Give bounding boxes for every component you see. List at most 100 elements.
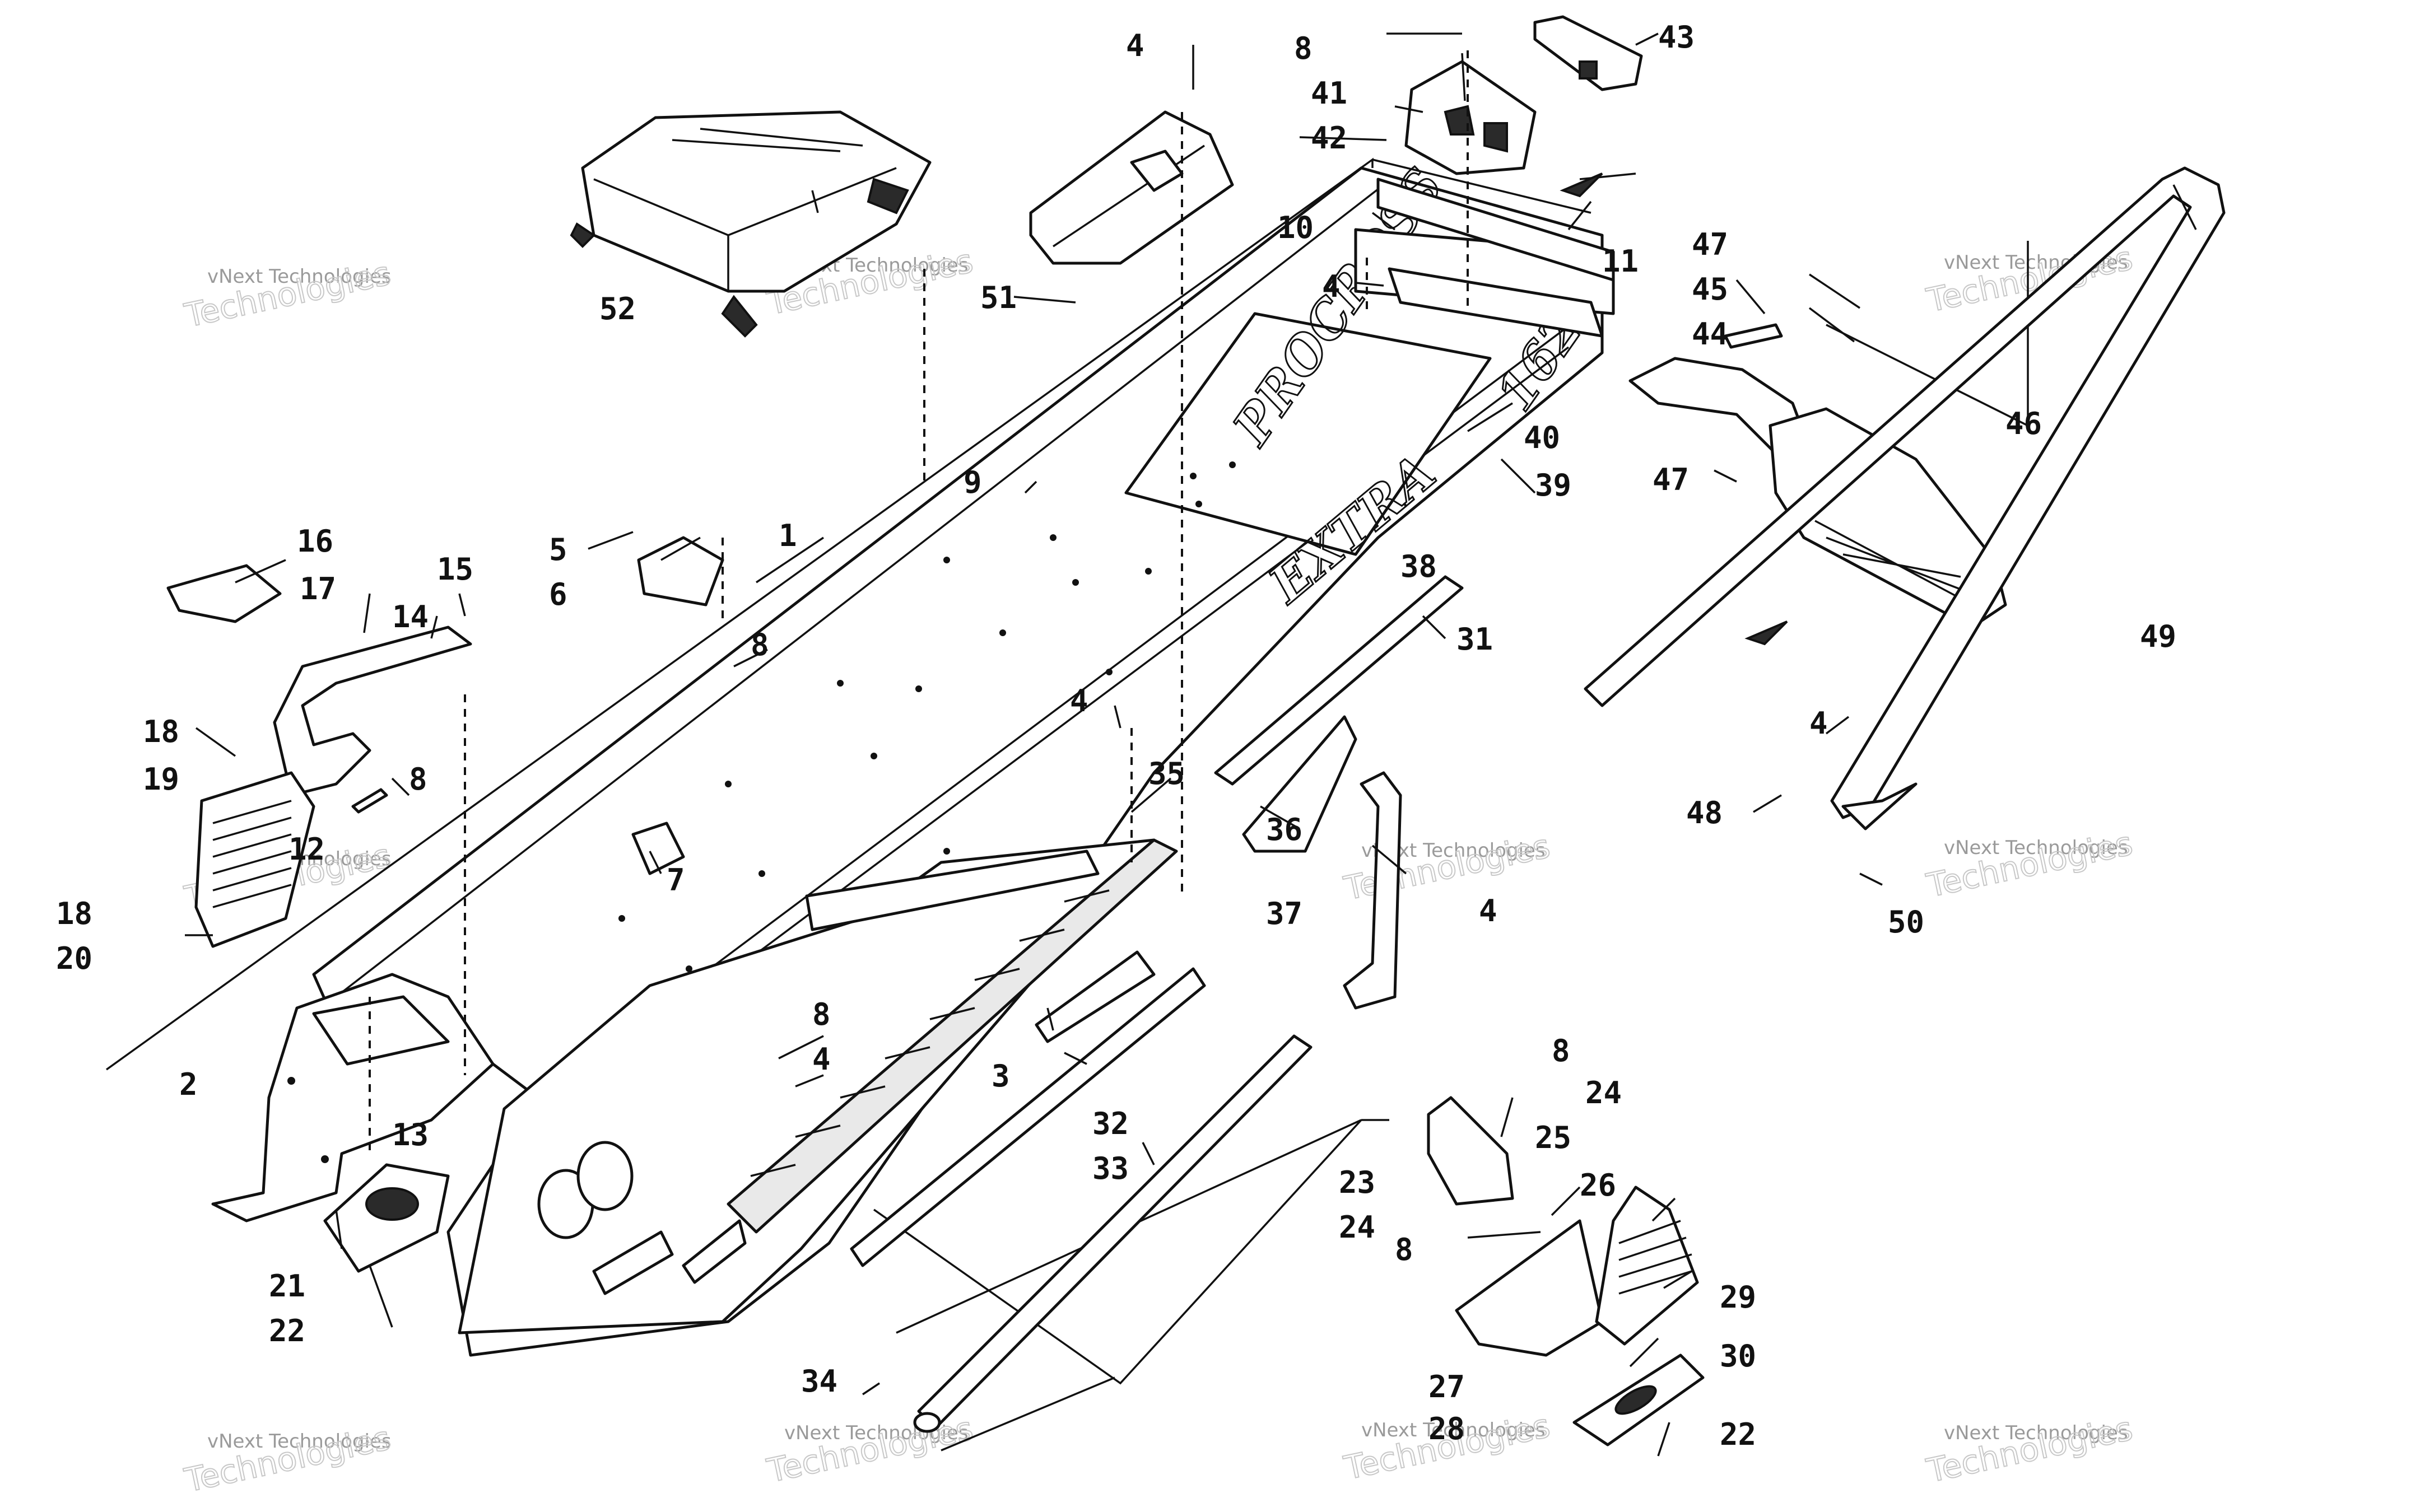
callout-4: 4	[1070, 683, 1088, 718]
callout-42: 42	[1311, 120, 1347, 156]
part-11-rail	[1376, 178, 1615, 338]
callout-12: 12	[288, 832, 325, 867]
callout-1: 1	[779, 518, 797, 553]
part-32-33-bars	[850, 967, 1313, 1433]
callout-38: 38	[1400, 549, 1437, 584]
part-37-hose	[1343, 771, 1402, 1010]
callout-48: 48	[1686, 795, 1723, 830]
callout-20: 20	[56, 941, 92, 976]
callout-29: 29	[1720, 1280, 1756, 1315]
callout-3: 3	[992, 1058, 1010, 1094]
watermark-text: vNext Technologies	[1361, 1419, 1546, 1441]
callout-8: 8	[751, 627, 769, 662]
part-49-bumper	[1584, 166, 2226, 830]
callout-7: 7	[667, 862, 685, 898]
callout-15: 15	[437, 552, 473, 587]
part-31-rail	[1214, 575, 1464, 786]
callout-22: 22	[1720, 1417, 1756, 1452]
part-36-37	[1242, 715, 1402, 1010]
part-29-guard	[1595, 1186, 1699, 1346]
callout-47: 47	[1692, 227, 1728, 262]
callout-18: 18	[56, 896, 92, 931]
callout-34: 34	[801, 1364, 837, 1399]
callout-25: 25	[1535, 1120, 1571, 1155]
callout-26: 26	[1580, 1168, 1616, 1203]
callout-43: 43	[1658, 20, 1695, 55]
callout-46: 46	[2005, 406, 2042, 441]
callout-45: 45	[1692, 272, 1728, 307]
callout-52: 52	[599, 291, 636, 326]
direction-arrows	[1560, 172, 1788, 646]
callout-32: 32	[1092, 1106, 1129, 1141]
tunnel-plate	[1124, 312, 1492, 556]
callout-8: 8	[1395, 1232, 1413, 1267]
callout-16: 16	[297, 524, 333, 559]
callout-36: 36	[1266, 812, 1302, 847]
callout-24: 24	[1585, 1075, 1622, 1110]
callout-39: 39	[1535, 468, 1571, 503]
callout-5: 5	[549, 532, 567, 567]
callout-10: 10	[1277, 210, 1314, 245]
left-bracket-group	[166, 564, 472, 948]
callout-8: 8	[1294, 31, 1313, 66]
side-panel-left	[458, 838, 1156, 1334]
part-45-decal	[1724, 323, 1783, 349]
assembly-dashed-lines	[369, 50, 1469, 1154]
callout-6: 6	[549, 577, 567, 612]
leader-lines	[185, 32, 1883, 1457]
callout-11: 11	[1602, 244, 1639, 279]
callout-4: 4	[1809, 706, 1828, 741]
callout-14: 14	[392, 599, 429, 634]
callout-51: 51	[980, 280, 1017, 315]
part-44-flap	[1628, 323, 2007, 629]
watermark-text: vNext Technologies	[1944, 1422, 2128, 1444]
watermark-text: vNext Technologies	[1944, 837, 2128, 859]
traction-strip	[727, 838, 1178, 1234]
callout-30: 30	[1720, 1338, 1756, 1374]
callout-41: 41	[1311, 76, 1347, 111]
callout-18: 18	[143, 714, 179, 749]
watermark-text: vNext Technologies	[207, 265, 392, 288]
callout-4: 4	[812, 1042, 831, 1077]
callout-8: 8	[1552, 1033, 1570, 1068]
part-21-cup	[323, 1163, 450, 1273]
part-16-cap	[166, 564, 282, 623]
callout-8: 8	[409, 762, 427, 797]
callout-49: 49	[2140, 619, 2176, 654]
callout-13: 13	[392, 1117, 429, 1152]
callout-33: 33	[1092, 1151, 1129, 1186]
front-frame	[211, 973, 495, 1222]
part-12-rod	[351, 788, 388, 814]
part-6-bracket	[631, 536, 724, 875]
callout-23: 23	[1339, 1165, 1375, 1200]
callout-44: 44	[1692, 316, 1728, 352]
callout-37: 37	[1266, 896, 1302, 931]
callout-4: 4	[1322, 269, 1341, 304]
part-51-seat-pad	[1029, 110, 1234, 265]
callout-22: 22	[269, 1313, 305, 1348]
callout-21: 21	[269, 1268, 305, 1304]
callout-31: 31	[1456, 622, 1493, 657]
callout-17: 17	[300, 571, 336, 606]
callout-19: 19	[143, 762, 179, 797]
callout-24: 24	[1339, 1210, 1375, 1245]
part-46-flap	[1769, 407, 2007, 629]
callout-4: 4	[1126, 28, 1144, 63]
part-26-guard	[1455, 1219, 1604, 1357]
callout-50: 50	[1888, 904, 1924, 940]
part-23-30-guards	[1427, 1096, 1705, 1446]
callout-40: 40	[1524, 420, 1560, 455]
callout-28: 28	[1428, 1411, 1465, 1446]
callout-8: 8	[812, 997, 831, 1032]
part-14-handle	[273, 626, 472, 797]
callout-35: 35	[1148, 756, 1185, 791]
callout-4: 4	[1479, 893, 1497, 928]
part-23-guard	[1427, 1096, 1514, 1206]
callout-27: 27	[1428, 1369, 1465, 1404]
callout-47: 47	[1653, 462, 1689, 497]
callout-2: 2	[179, 1067, 198, 1102]
watermark-text: vNext Technologies	[207, 1430, 392, 1453]
part-42-43-brackets	[1404, 15, 1643, 175]
running-board	[458, 838, 1178, 1334]
part-52-bag	[570, 110, 932, 338]
